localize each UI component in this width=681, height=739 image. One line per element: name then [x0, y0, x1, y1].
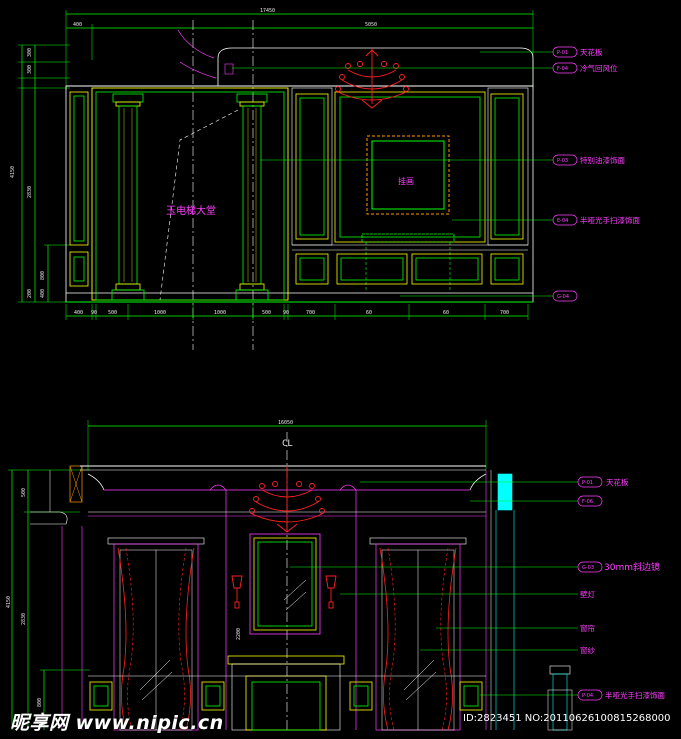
window-left — [107, 537, 205, 731]
left-dim-d: 400 — [40, 289, 46, 298]
svg-text:窗帘: 窗帘 — [580, 623, 595, 633]
bottom-dim-4: 1000 — [214, 310, 226, 316]
bottom-dim-9: 60 — [443, 310, 449, 316]
left-dim-main: 2830 — [27, 186, 33, 198]
bottom-top-dim: 16050 — [278, 420, 293, 426]
callout-p01-top: P-01 天花板 — [552, 46, 603, 58]
callout-f06-bottom: F-06 — [577, 495, 603, 507]
top-elevation: 17450 400 5050 4150 2830 300 300 800 400… — [10, 8, 640, 350]
left-dim-e: 200 — [27, 289, 33, 298]
callout-g04-top: G-04 — [552, 290, 578, 302]
svg-text:P-01: P-01 — [582, 480, 593, 486]
bottom-dim-8: 60 — [366, 310, 372, 316]
bottom-dim-2: 500 — [108, 310, 117, 316]
svg-text:壁灯: 壁灯 — [580, 589, 595, 599]
svg-text:半哑光手扫漆饰面: 半哑光手扫漆饰面 — [605, 690, 665, 700]
svg-text:P-01: P-01 — [557, 50, 568, 56]
callout-g03-bottom: G-03 30mm斜边镜 — [577, 561, 660, 573]
svg-text:P-03: P-03 — [557, 158, 568, 164]
right-column — [235, 93, 269, 301]
svg-text:F-06: F-06 — [582, 499, 593, 505]
bottom-left-dim-c: 800 — [37, 698, 43, 707]
svg-text:特别油漆饰面: 特别油漆饰面 — [580, 155, 625, 165]
top-dim-right: 5050 — [365, 22, 377, 28]
chandelier-top — [335, 48, 409, 109]
svg-text:P-04: P-04 — [582, 693, 593, 699]
left-dim-c: 800 — [40, 271, 46, 280]
wall-sconce-right-icon — [325, 575, 337, 609]
bottom-dim-0: 400 — [74, 310, 83, 316]
left-dim-a: 300 — [27, 48, 33, 57]
bottom-left-dim-a: 500 — [21, 488, 27, 497]
bottom-left-dim-total: 4150 — [6, 596, 12, 608]
window-right — [369, 537, 467, 731]
left-dim-total: 4150 — [10, 166, 16, 178]
svg-text:G-03: G-03 — [582, 565, 594, 571]
bottom-dim-1: 90 — [91, 310, 97, 316]
svg-text:G-04: G-04 — [557, 294, 569, 300]
bottom-elevation: 16050 CL 4150 500 2830 800 2200 — [6, 420, 665, 731]
bottom-dim-3: 1000 — [154, 310, 166, 316]
watermark-id: ID:2823451 NO:20110626100815268000 — [463, 713, 671, 724]
room-label-elevator-lobby: 玉电梯大堂 — [166, 204, 216, 217]
svg-text:冷气回风位: 冷气回风位 — [580, 63, 618, 73]
bottom-dim-10: 700 — [500, 310, 509, 316]
painting-label: 挂画 — [398, 176, 414, 186]
left-column — [111, 93, 145, 301]
chandelier-bottom — [249, 466, 325, 533]
callout-sheer: 窗纱 — [580, 645, 595, 655]
callout-p03-top: P-03 特别油漆饰面 — [552, 154, 625, 166]
wall-sconce-left-icon — [231, 575, 243, 609]
watermark-logo: 昵享网 www.nipic.cn — [10, 712, 224, 734]
callout-p01-bottom: P-01 天花板 — [577, 476, 629, 488]
top-dim-total: 17450 — [260, 8, 275, 14]
bottom-left-dim-b: 2830 — [21, 613, 27, 625]
callout-p04-bottom: P-04 半哑光手扫漆饰面 — [577, 689, 665, 701]
top-dim-left: 400 — [73, 22, 82, 28]
callout-wall-sconce: 壁灯 — [580, 589, 595, 599]
bottom-dim-5: 500 — [262, 310, 271, 316]
centerline-mark: CL — [282, 439, 293, 449]
svg-text:F-04: F-04 — [557, 66, 568, 72]
callout-curtain: 窗帘 — [580, 623, 595, 633]
bottom-dim-7: 700 — [306, 310, 315, 316]
svg-text:天花板: 天花板 — [580, 47, 603, 57]
svg-text:窗纱: 窗纱 — [580, 645, 595, 655]
bottom-mid-dim: 2200 — [236, 628, 242, 640]
svg-text:半哑光手扫漆饰面: 半哑光手扫漆饰面 — [580, 215, 640, 225]
bottom-dim-6: 90 — [283, 310, 289, 316]
callout-f04-top: F-04 冷气回风位 — [552, 62, 618, 74]
svg-text:30mm斜边镜: 30mm斜边镜 — [604, 561, 660, 573]
left-dim-b: 300 — [27, 65, 33, 74]
svg-text:天花板: 天花板 — [606, 477, 629, 487]
callout-e04-top: E-04 半哑光手扫漆饰面 — [552, 214, 640, 226]
svg-text:E-04: E-04 — [557, 218, 568, 224]
